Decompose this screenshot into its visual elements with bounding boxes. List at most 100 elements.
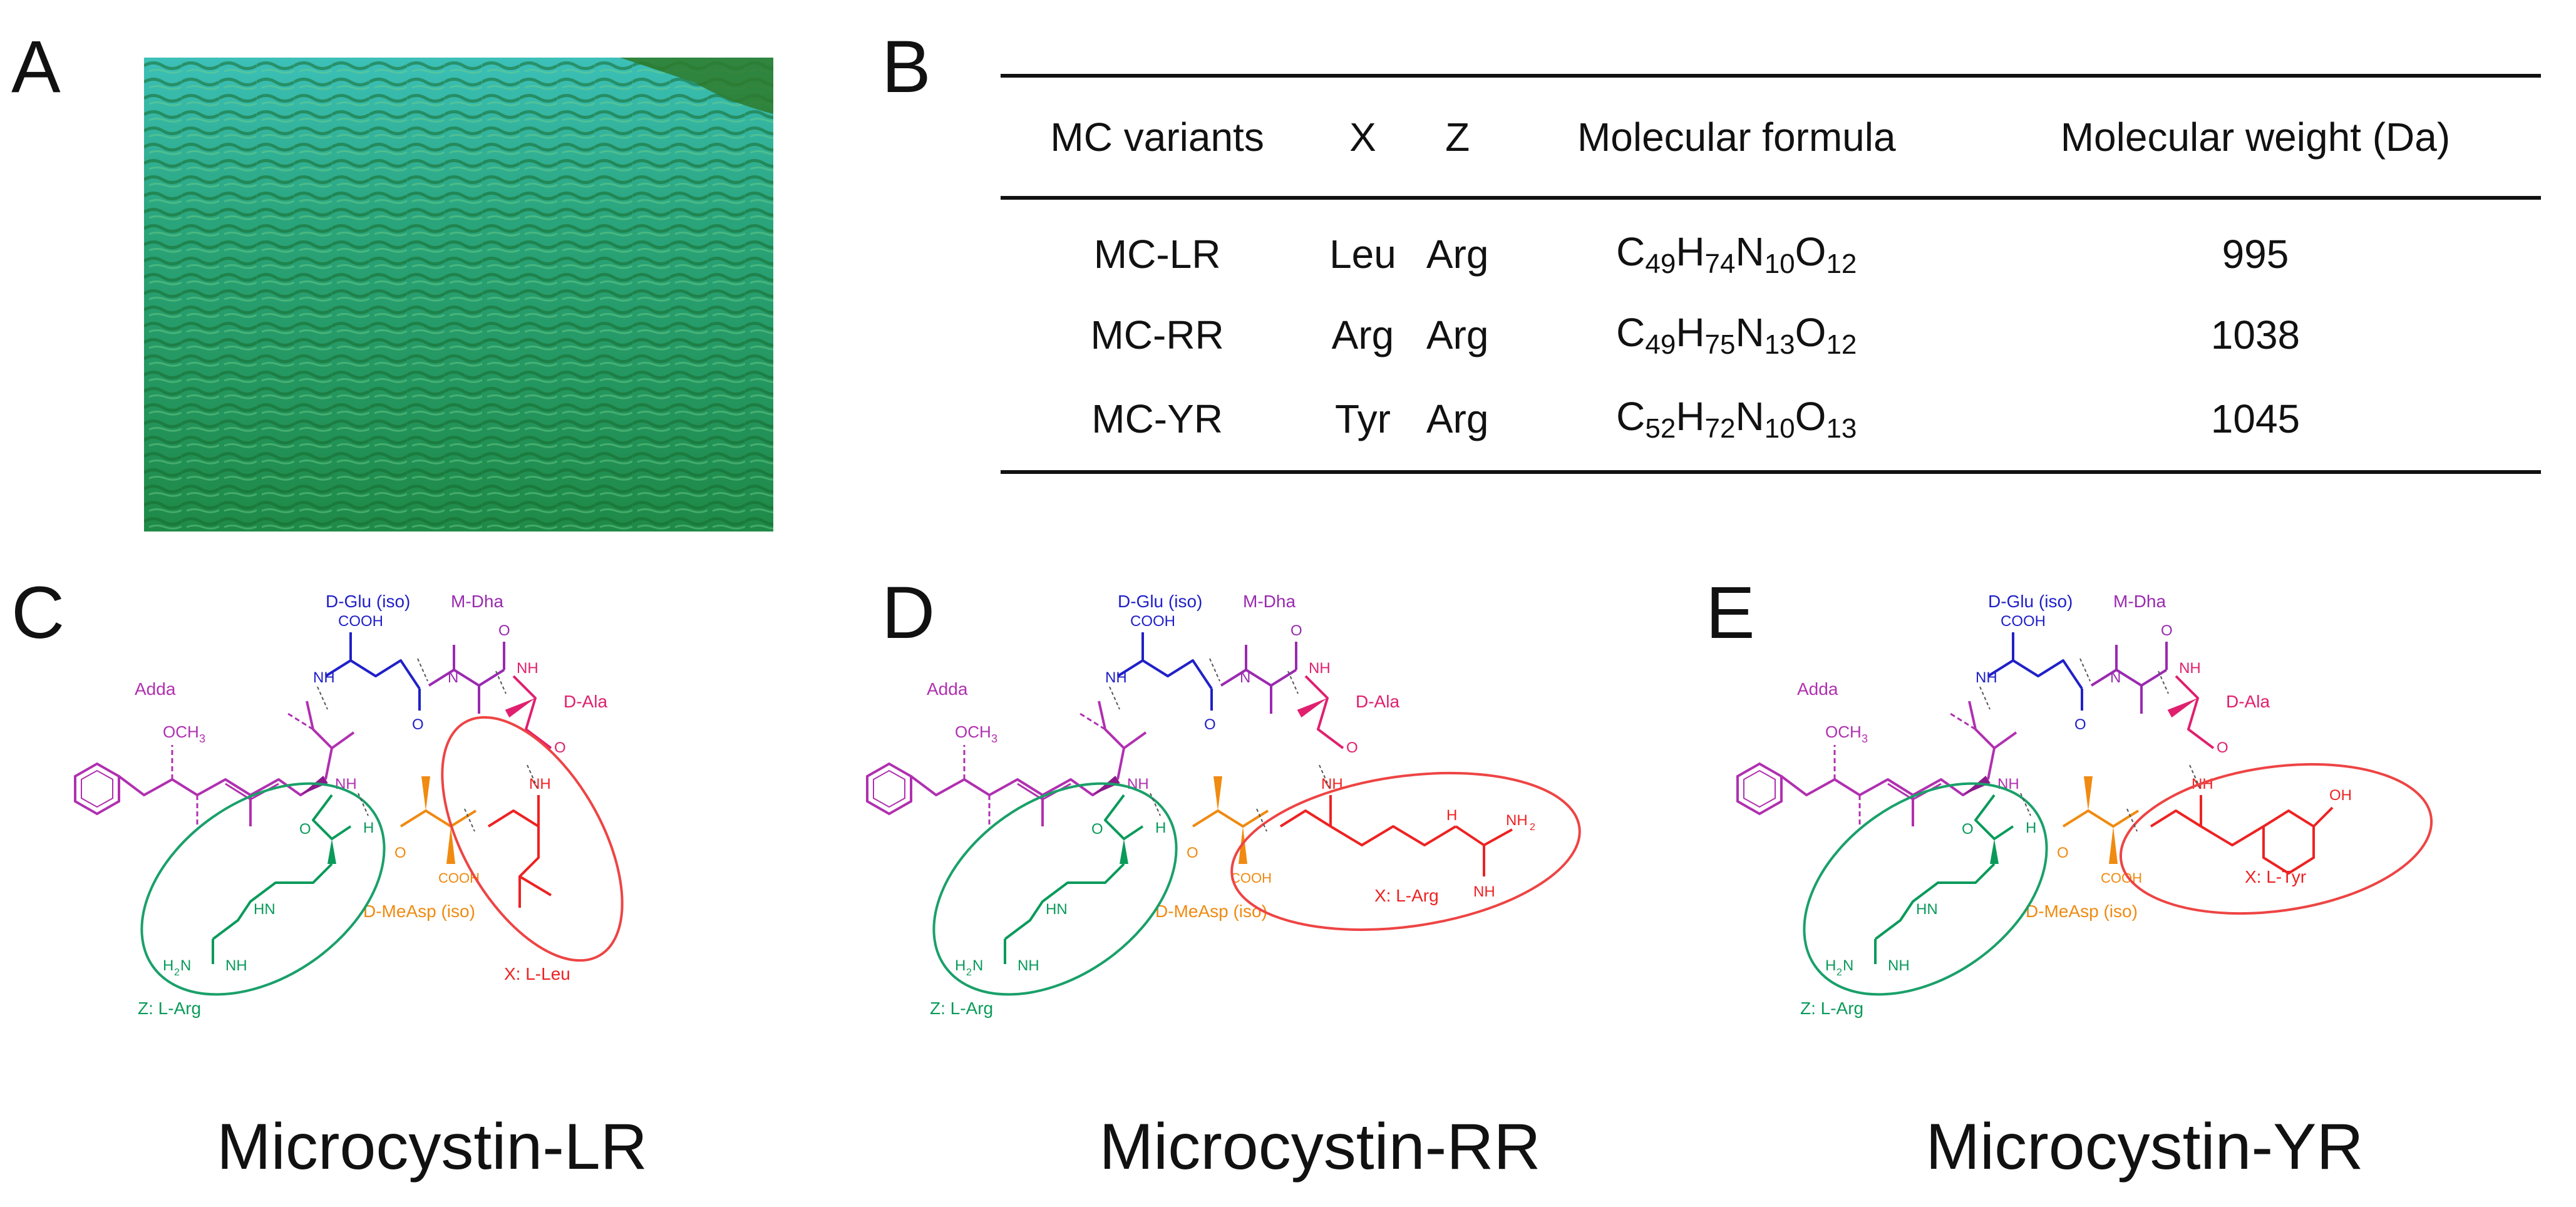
microcystin-variants-table: MC variants X Z Molecular formula Molecu… [1001,74,2541,474]
x-backbone [2150,809,2202,828]
adda-carbonyl [1123,731,1147,749]
col-header-x: X [1314,76,1412,200]
adda-backbone [306,701,333,780]
x-residue-ellipse [441,716,624,962]
arg-backbone [1974,794,2014,840]
x-arg-nh-label: NH [1473,883,1495,900]
col-header-variant: MC variants [1001,76,1314,200]
x-residue-label: X: L-Arg [1374,886,1439,905]
wedge-bond [1297,698,1327,718]
d-measp-label: D-MeAsp (iso) [363,901,475,921]
dha-n-label: N [448,669,458,686]
ala-nh-label: NH [517,660,538,677]
peptide-bond-marker [527,764,538,788]
peptide-bond-marker [2020,793,2031,816]
col-header-weight: Molecular weight (Da) [1969,76,2541,200]
adda-methyl [1079,712,1106,731]
adda-double-bond [1887,783,1942,801]
formula-count: 52 [1645,413,1676,444]
ala-o-label: O [2217,739,2228,756]
methoxy-label: OCH [1825,722,1862,741]
dha-o-label: O [2161,622,2173,639]
arg-o-label: O [1962,821,1974,838]
adda-carbonyl [1993,731,2017,749]
panel-label-c: C [11,572,65,654]
formula-element: H [1676,229,1705,274]
formula-count: 74 [1704,248,1736,279]
formula-element: H [1676,393,1705,439]
formula-element: O [1795,229,1826,274]
wedge-bond [421,776,430,811]
adda-label: Adda [927,679,968,699]
panel-label-b: B [882,26,931,108]
glu-cooh-label: COOH [338,613,383,630]
cell-variant: MC-RR [1090,312,1224,357]
x-residue-label: X: L-Leu [504,964,570,984]
d-glu-label: D-Glu (iso) [326,592,410,611]
adda-methyl [287,712,314,731]
x-leu-branch [518,875,552,896]
x-leu-side-chain [518,826,540,908]
arg-h2n-label: H [955,957,966,974]
dha-chain [2090,669,2168,687]
cell-z: Arg [1426,396,1489,441]
arg-backbone [312,794,352,840]
adda-chain [118,775,327,796]
m-dha-label: M-Dha [451,592,503,611]
formula-element: N [1735,310,1765,355]
cell-weight: 1045 [2210,396,2300,441]
peptide-bond-marker [2189,764,2200,788]
dha-n-label: N [2110,669,2121,686]
panel-label-e: E [1706,572,1755,654]
ala-chain [2175,675,2215,749]
measp-cooh-label: COOH [1230,870,1272,886]
formula-count: 10 [1764,413,1795,444]
dha-chain [1220,669,1297,687]
col-header-z: Z [1411,76,1503,200]
wedge-bond [1990,839,1999,864]
glu-chain [324,659,421,690]
arg-h2n-subscript: 2 [966,967,972,978]
formula-count: 13 [1764,329,1795,360]
glu-chain [1987,659,2083,690]
wedge-bond [2084,776,2093,811]
z-residue-label: Z: L-Arg [138,999,201,1018]
peptide-bond-marker [1319,764,1330,788]
wedge-bond [1120,839,1128,864]
cell-x: Arg [1331,312,1394,357]
arg-nh-label: NH [225,957,247,974]
d-ala-label: D-Ala [2226,692,2270,711]
glu-nh-label: NH [313,669,335,686]
cell-formula: C49H75N13O12 [1503,289,1970,381]
cell-formula: C52H72N10O13 [1503,381,1970,472]
adda-chain [1780,775,1989,796]
dha-o-label: O [498,622,510,639]
table-header-row: MC variants X Z Molecular formula Molecu… [1001,76,2541,200]
col-header-formula: Molecular formula [1503,76,1970,200]
phenyl-inner [873,769,905,808]
methoxy-label: OCH [955,722,991,741]
arg-nh-label: NH [1018,957,1039,974]
formula-count: 12 [1826,248,1857,279]
glu-cooh-label: COOH [2001,613,2046,630]
wedge-bond [301,776,328,795]
methoxy-subscript: 3 [991,732,997,745]
peptide-bond-marker [495,670,507,694]
x-arg-nh2-label: NH [1506,812,1528,829]
wedge-bond [2167,698,2198,718]
z-residue-label: Z: L-Arg [930,999,993,1018]
x-arg-side-chain [1329,825,1457,846]
wedge-bond [1213,776,1222,811]
formula-count: 49 [1645,329,1676,360]
x-nh-label: NH [529,776,551,793]
dha-n-label: N [1240,669,1250,686]
measp-chain [399,809,477,828]
ala-o-label: O [1346,739,1358,756]
ala-chain [512,675,552,749]
cell-x: Tyr [1335,396,1391,441]
dha-o-label: O [1291,622,1302,639]
